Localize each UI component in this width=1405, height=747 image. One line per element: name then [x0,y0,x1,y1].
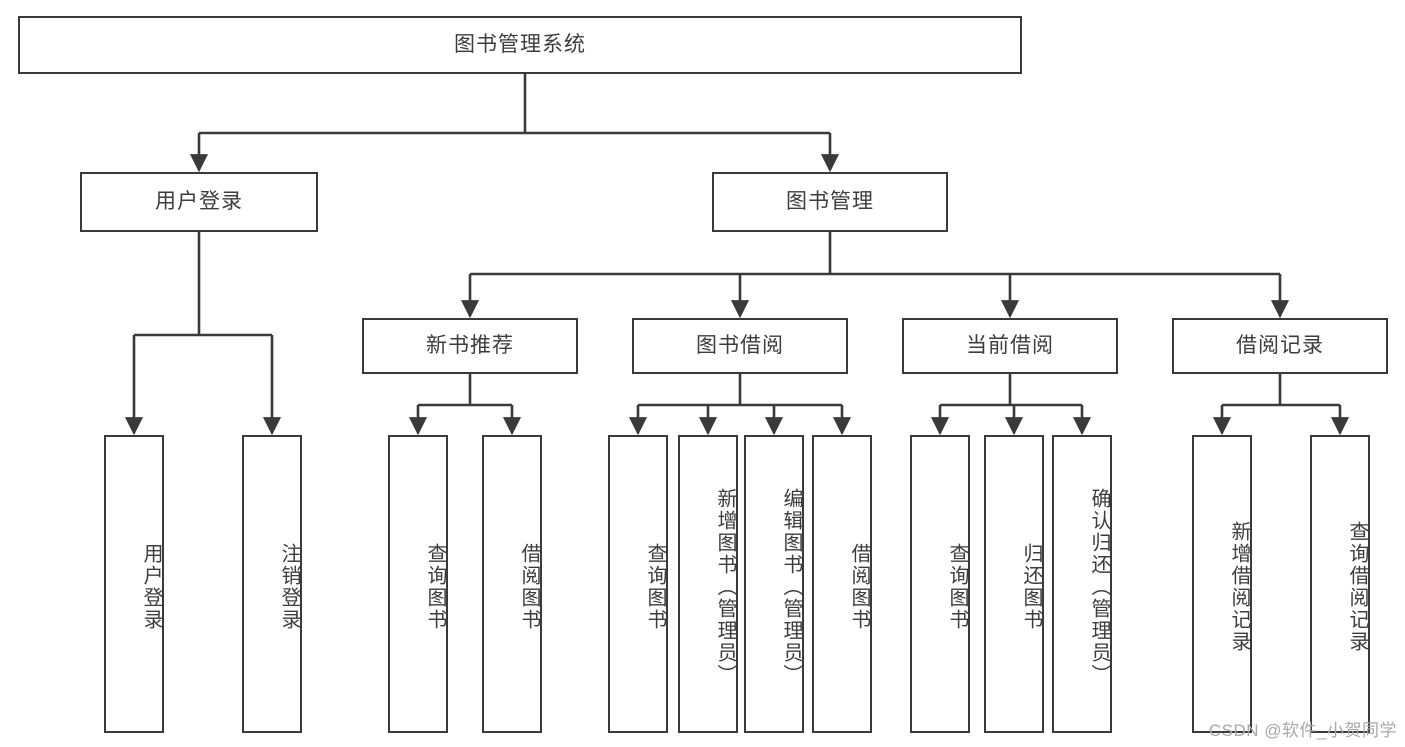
node-root-system[interactable]: 图书管理系统 [18,16,1022,74]
watermark-text: CSDN @软件_小贺同学 [1208,721,1397,740]
node-new-book-recommend[interactable]: 新书推荐 [362,318,578,374]
node-leaf-add-record[interactable]: 新增借阅记录 [1192,435,1252,733]
node-leaf-logout[interactable]: 注销登录 [242,435,302,733]
node-leaf-borrow-book-2[interactable]: 借阅图书 [812,435,872,733]
node-book-borrow[interactable]: 图书借阅 [632,318,848,374]
node-user-login[interactable]: 用户登录 [80,172,318,232]
node-leaf-label: 借阅图书 [518,543,540,631]
node-leaf-label: 注销登录 [278,543,300,631]
node-leaf-label: 编辑图书（管理员） [780,488,802,686]
node-leaf-label: 新增借阅记录 [1228,521,1250,653]
node-leaf-label: 借阅图书 [848,543,870,631]
node-book-manage[interactable]: 图书管理 [712,172,948,232]
node-current-borrow[interactable]: 当前借阅 [902,318,1118,374]
node-leaf-confirm-return[interactable]: 确认归还（管理员） [1052,435,1112,733]
node-leaf-label: 确认归还（管理员） [1088,488,1110,686]
node-leaf-label: 新增图书（管理员） [714,488,736,686]
node-leaf-return-book[interactable]: 归还图书 [984,435,1044,733]
node-leaf-query-record[interactable]: 查询借阅记录 [1310,435,1370,733]
node-leaf-user-login[interactable]: 用户登录 [104,435,164,733]
node-leaf-label: 归还图书 [1020,543,1042,631]
node-leaf-query-book-3[interactable]: 查询图书 [910,435,970,733]
node-leaf-label: 查询图书 [644,543,666,631]
node-leaf-query-book-2[interactable]: 查询图书 [608,435,668,733]
node-borrow-record[interactable]: 借阅记录 [1172,318,1388,374]
node-leaf-label: 查询借阅记录 [1346,521,1368,653]
node-leaf-label: 查询图书 [424,543,446,631]
node-leaf-label: 查询图书 [946,543,968,631]
node-leaf-query-book-1[interactable]: 查询图书 [388,435,448,733]
node-leaf-edit-book[interactable]: 编辑图书（管理员） [744,435,804,733]
node-leaf-label: 用户登录 [140,543,162,631]
node-leaf-borrow-book-1[interactable]: 借阅图书 [482,435,542,733]
node-leaf-add-book[interactable]: 新增图书（管理员） [678,435,738,733]
